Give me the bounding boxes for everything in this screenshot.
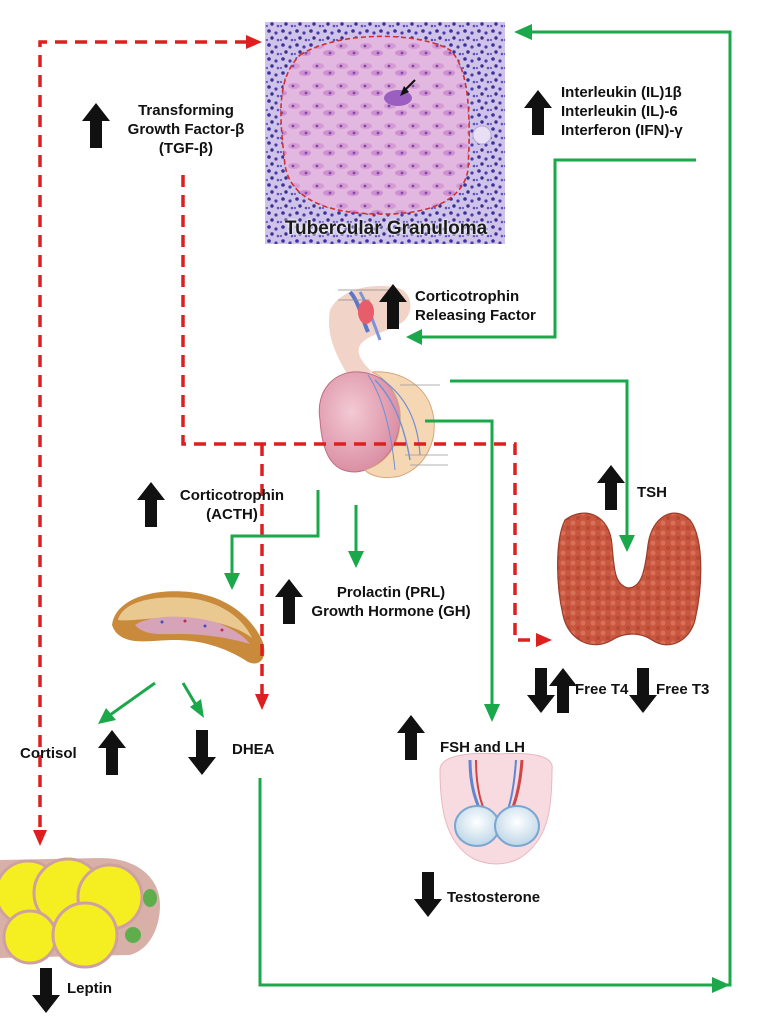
free-t3-down-arrow-icon: [629, 668, 657, 713]
prl-green-arrowhead: [348, 551, 364, 568]
tgf-to-leptin-dashed-line: [38, 40, 247, 832]
tgf-to-pituitary-dashed-line: [181, 175, 535, 642]
acth-label: Corticotrophin (ACTH): [166, 486, 298, 524]
testes-image: [439, 752, 553, 865]
feedback-bottom-arrowhead: [712, 977, 730, 993]
crf-label: Corticotrophin Releasing Factor: [415, 287, 536, 325]
free-t4-up-arrow-icon: [549, 668, 577, 713]
granuloma-image: [265, 22, 505, 244]
tsh-up-arrow-icon: [597, 465, 625, 510]
tgf-label-line3: (TGF-β): [158, 140, 214, 157]
prl-gh-label: Prolactin (PRL) Growth Hormone (GH): [302, 583, 480, 621]
crf-green-arrowhead: [406, 329, 422, 345]
tgf-up-arrow-icon: [82, 103, 110, 148]
free-t4-label: Free T4: [575, 681, 629, 698]
crf-label-line2: Releasing Factor: [415, 307, 536, 324]
acth-up-arrow-icon: [137, 482, 165, 527]
pituitary-to-gonad-line: [425, 419, 494, 705]
dhea-green-arrowhead: [190, 699, 204, 718]
fsh-lh-label: FSH and LH: [440, 739, 525, 756]
dhea-down-arrow-icon: [188, 730, 216, 775]
tgf-label-line1: Transforming: [138, 102, 234, 119]
leptin-red-arrowhead: [33, 830, 47, 846]
leptin-label: Leptin: [67, 980, 112, 997]
adrenal-to-dhea-line: [181, 682, 198, 706]
adrenal-to-cortisol-line: [109, 681, 156, 717]
crf-up-arrow-icon: [379, 284, 407, 329]
testes-green-arrowhead: [484, 704, 500, 722]
cortisol-label: Cortisol: [20, 745, 77, 762]
thyroid-gland-image: [557, 512, 702, 646]
prl-label: Prolactin (PRL): [336, 584, 446, 601]
ifn-label: Interferon (IFN)-γ: [561, 122, 683, 139]
fsh-lh-up-arrow-icon: [397, 715, 425, 760]
acth-label-line1: Corticotrophin: [179, 487, 285, 504]
free-t3-label: Free T3: [656, 681, 710, 698]
thyroid-red-arrowhead: [536, 633, 552, 647]
feedback-loop-line: [530, 30, 732, 987]
tsh-label: TSH: [637, 484, 667, 501]
granuloma-green-arrowhead: [514, 24, 532, 40]
inhibitory-arrowheads: [33, 35, 552, 846]
prl-up-arrow-icon: [275, 579, 303, 624]
testosterone-down-arrow-icon: [414, 872, 442, 917]
tgf-label-line2: Growth Factor-β: [127, 121, 245, 138]
granuloma-red-arrowhead: [246, 35, 262, 49]
cytokine-label: Interleukin (IL)1β Interleukin (IL)-6 In…: [561, 83, 683, 140]
adrenal-green-arrowhead: [224, 573, 240, 590]
adipose-tissue-image: [0, 857, 160, 969]
pituitary-to-adrenal-line: [230, 490, 320, 575]
acth-label-line2: (ACTH): [206, 506, 258, 523]
dhea-red-arrowhead: [255, 694, 269, 710]
level-arrows: [32, 90, 657, 1013]
pituitary-to-tsh-line: [450, 379, 629, 536]
free-t4-down-arrow-icon: [527, 668, 555, 713]
dhea-to-feedback-line: [258, 778, 712, 987]
gh-label: Growth Hormone (GH): [311, 603, 471, 620]
tgf-label: Transforming Growth Factor-β (TGF-β): [112, 101, 260, 158]
stimulatory-arrowheads: [98, 24, 730, 993]
granuloma-caption: Tubercular Granuloma: [284, 218, 488, 239]
cytokine-to-crf-line: [420, 158, 696, 339]
adrenal-gland-image: [112, 591, 265, 664]
cortisol-green-arrowhead: [98, 708, 116, 724]
il6-label: Interleukin (IL)-6: [561, 103, 678, 120]
cortisol-up-arrow-icon: [98, 730, 126, 775]
crf-label-line1: Corticotrophin: [415, 288, 520, 305]
thyroid-green-arrowhead: [619, 535, 635, 552]
leptin-down-arrow-icon: [32, 968, 60, 1013]
il-up-arrow-icon: [524, 90, 552, 135]
testosterone-label: Testosterone: [447, 889, 541, 906]
dhea-label: DHEA: [232, 741, 275, 758]
il1b-label: Interleukin (IL)1β: [561, 84, 682, 101]
inhibitory-pathways: [38, 40, 535, 832]
